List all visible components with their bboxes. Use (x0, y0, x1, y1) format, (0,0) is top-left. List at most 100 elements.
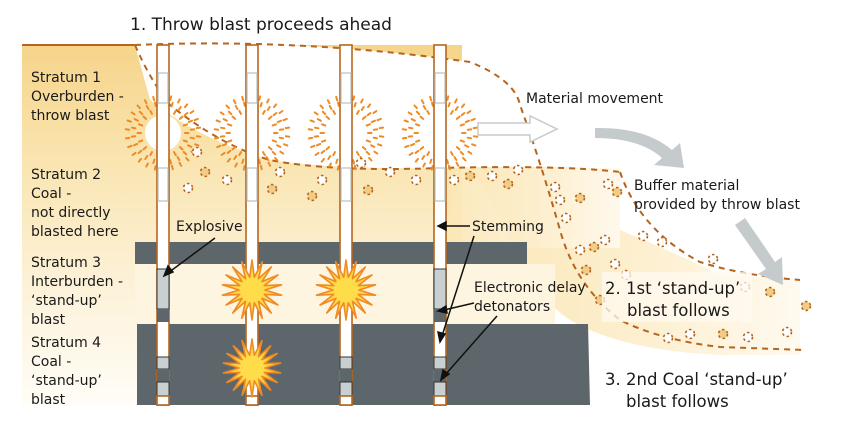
material-movement-label: Material movement (526, 91, 664, 107)
spark-dash (282, 117, 288, 122)
spark-dash (372, 110, 378, 115)
spark-dash (231, 115, 237, 120)
spark-dash (455, 161, 460, 167)
rock-fragment (764, 286, 776, 298)
step2-line-2: blast follows (627, 301, 730, 320)
spark-dash (403, 119, 409, 123)
spark-dash (226, 149, 232, 154)
spark-dash (332, 151, 336, 157)
detonator-arrowhead-3-icon (439, 368, 451, 382)
stratum-2-line-1: Stratum 2 (31, 167, 101, 183)
spark-dash (152, 158, 156, 164)
spark-dash (410, 142, 416, 147)
spark-dash (372, 136, 378, 140)
spark-dash (142, 146, 148, 151)
spark-dash (145, 162, 149, 168)
spark-dash (225, 104, 230, 110)
coal-explosive-top (156, 356, 170, 370)
coal-explosive-bottom (339, 381, 353, 397)
rock-fragment (316, 174, 328, 186)
diagram-title: 1. Throw blast proceeds ahead (130, 15, 392, 35)
spark-dash (352, 159, 355, 165)
rock-fragment (580, 264, 592, 276)
spark-dash (356, 109, 360, 115)
stratum-1-line-1: Stratum 1 (31, 70, 101, 86)
spark-dash (241, 95, 245, 102)
spark-dash (227, 110, 233, 116)
rock-fragment (599, 234, 611, 246)
rock-fragment (384, 166, 396, 178)
spark-dash (325, 146, 331, 151)
star-burst-icon (222, 338, 282, 398)
spark-dash (328, 105, 333, 110)
spark-dash (258, 159, 261, 165)
spark-dash (219, 111, 225, 116)
spark-dash (130, 111, 136, 116)
interburden-explosive (433, 268, 447, 310)
spark-dash (408, 151, 414, 156)
rock-fragment (662, 332, 674, 344)
spark-dash (283, 143, 289, 147)
rock-fragment (191, 146, 203, 158)
spark-dash (137, 149, 143, 154)
spark-dash (429, 158, 433, 164)
stratum-1-label: Stratum 1 Overburden - throw blast (31, 70, 128, 124)
rock-fragment (611, 186, 623, 198)
spark-dash (321, 139, 327, 143)
curved-arrow-icon (595, 127, 684, 168)
spark-dash (336, 165, 340, 171)
spark-dash (422, 105, 427, 110)
spark-dash (136, 104, 141, 110)
spark-dash (195, 126, 202, 130)
spark-dash (413, 104, 418, 110)
callout-leaders (162, 220, 498, 382)
interburden-blast-star-2 (221, 259, 283, 321)
stratum-3-line-3: ‘stand-up’ (31, 293, 102, 309)
stratum-1-line-2: Overburden - (31, 89, 124, 105)
spark-dash (419, 115, 425, 120)
rock-fragment (274, 166, 286, 178)
rock-fragment (609, 258, 621, 270)
spark-dash (227, 123, 233, 127)
spark-dash (259, 102, 263, 108)
detonators-label: Electronic delay detonators (474, 280, 590, 315)
stratum-3-line-2: Interburden - (31, 274, 123, 290)
rock-fragment (221, 174, 233, 186)
spark-dash (127, 144, 133, 149)
spark-dash (352, 95, 356, 101)
rock-fragment (306, 190, 318, 202)
spark-dash (368, 156, 373, 162)
spark-dash (258, 95, 262, 101)
rock-fragment (355, 157, 367, 169)
spark-dash (414, 157, 419, 163)
buffer-line-1: Buffer material (634, 178, 739, 194)
spark-dash (421, 155, 426, 160)
step3-label: 3. 2nd Coal ‘stand-up’ blast follows (605, 370, 793, 411)
spark-dash (410, 118, 416, 122)
spark-dash (454, 106, 459, 111)
rock-fragment (199, 166, 211, 178)
spark-dash (356, 151, 360, 157)
interburden-detonator (157, 309, 169, 322)
spark-dash (259, 164, 263, 171)
spark-dash (238, 109, 242, 115)
standup-blast-stars (221, 259, 377, 398)
spark-dash (414, 149, 420, 154)
throw-blast-profile (134, 42, 806, 351)
hole-toe (339, 395, 353, 406)
spark-dash (169, 95, 173, 101)
spark-dash (453, 156, 458, 161)
material-movement-arrow-icon (477, 114, 559, 144)
spark-dash (234, 162, 238, 168)
spark-dash (182, 139, 188, 143)
spark-dash (170, 164, 174, 171)
coal-explosive-bottom (433, 381, 447, 397)
hole-toe (433, 395, 447, 406)
step3-line-1: 3. 2nd Coal ‘stand-up’ (605, 370, 788, 389)
spark-dash (415, 123, 421, 127)
spark-dash (455, 146, 461, 151)
spark-dash (420, 99, 425, 105)
spark-dash (216, 144, 222, 149)
spark-dash (459, 139, 465, 143)
spark-dash (454, 98, 458, 104)
